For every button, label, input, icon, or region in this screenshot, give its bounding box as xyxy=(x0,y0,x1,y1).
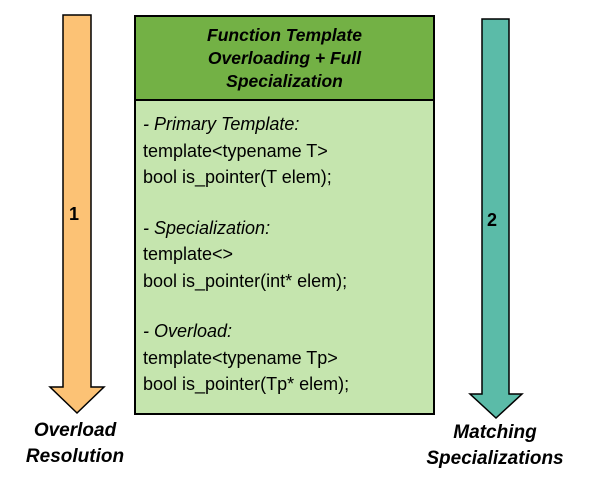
box-title-line-2: Overloading + Full xyxy=(207,47,362,68)
code-line: bool is_pointer(T elem); xyxy=(143,167,332,187)
right-arrow-number: 2 xyxy=(487,210,498,230)
section-primary-template: - Primary Template: template<typename T>… xyxy=(143,111,433,191)
caption-line: Matching xyxy=(453,422,537,443)
section-label: - Primary Template: xyxy=(143,114,300,134)
section-specialization: - Specialization: template<> bool is_poi… xyxy=(143,215,433,295)
caption-line: Resolution xyxy=(25,446,125,467)
box-body: - Primary Template: template<typename T>… xyxy=(136,101,433,398)
box-title-line-3: Specialization xyxy=(226,70,343,91)
right-arrow-caption: Matching Specializations xyxy=(410,420,580,472)
code-line: template<typename T> xyxy=(143,140,328,161)
left-arrow-shape xyxy=(48,14,106,415)
section-label: - Specialization: xyxy=(143,217,271,238)
section-overload: - Overload: template<typename Tp> bool i… xyxy=(143,318,433,398)
code-line: template<> xyxy=(143,244,234,264)
caption-line: Overload xyxy=(33,420,117,441)
code-line: bool is_pointer(Tp* elem); xyxy=(143,374,350,394)
function-template-box: Function Template Overloading + Full Spe… xyxy=(134,15,435,415)
caption-line: Specializations xyxy=(426,448,564,469)
box-header: Function Template Overloading + Full Spe… xyxy=(136,17,433,101)
left-arrow-caption: Overload Resolution xyxy=(5,418,145,470)
left-arrow-number: 1 xyxy=(69,204,80,224)
section-label: - Overload: xyxy=(143,321,233,341)
code-line: template<typename Tp> xyxy=(143,347,338,368)
box-title-line-1: Function Template xyxy=(207,24,362,45)
code-line: bool is_pointer(int* elem); xyxy=(143,270,348,291)
right-arrow-shape xyxy=(468,18,524,420)
